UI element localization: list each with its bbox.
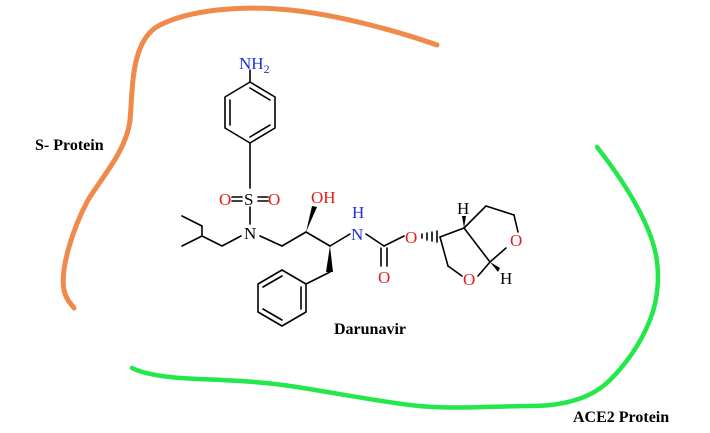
sulfonyl-o-right-label: O bbox=[268, 190, 280, 209]
wedge-h-bottom bbox=[490, 262, 500, 272]
s-protein-curve bbox=[60, 5, 440, 311]
sulfonyl-o-left-label: O bbox=[219, 190, 231, 209]
isobutyl-branch-2 bbox=[181, 215, 203, 227]
bond-ch2-choh bbox=[281, 231, 307, 247]
hashed-bond bbox=[421, 230, 438, 243]
ace2-protein-curve bbox=[129, 144, 661, 410]
carbamate-n-label: N bbox=[351, 225, 363, 244]
bond-n-co bbox=[365, 233, 385, 247]
molecule-name-label: Darunavir bbox=[334, 321, 406, 338]
bond-choh-chn bbox=[305, 231, 331, 247]
bond-ch2-phenyl bbox=[305, 271, 331, 285]
ace2-protein-label: ACE2 Protein bbox=[573, 409, 669, 426]
sulfonamide-n-label: N bbox=[244, 224, 256, 243]
wedge-oh bbox=[306, 206, 317, 232]
wedge-h-top bbox=[462, 216, 466, 228]
isobutyl-chain bbox=[181, 235, 242, 247]
furan-o-right-label: O bbox=[510, 231, 522, 250]
bis-tetrahydrofuran bbox=[439, 205, 519, 277]
ester-o-label: O bbox=[405, 228, 417, 247]
bond-n-ch2 bbox=[259, 235, 283, 247]
furan-o-bottom-label: O bbox=[463, 270, 475, 289]
phenyl-ring bbox=[257, 269, 307, 327]
bond-co-o-ester bbox=[383, 235, 405, 247]
s-protein-label: S- Protein bbox=[35, 137, 104, 154]
carbamate-h-label: H bbox=[352, 203, 364, 222]
amine-label: NH2 bbox=[239, 54, 270, 76]
bond-chn-n bbox=[329, 233, 351, 247]
furan-h-top-label: H bbox=[457, 199, 469, 218]
hydroxyl-label: OH bbox=[311, 188, 336, 207]
sulfur-label: S bbox=[244, 190, 253, 209]
wedge-benzyl bbox=[326, 246, 333, 272]
aminophenyl-ring bbox=[224, 81, 276, 144]
furan-h-bottom-label: H bbox=[500, 269, 512, 288]
carbonyl-o-label: O bbox=[378, 268, 390, 287]
